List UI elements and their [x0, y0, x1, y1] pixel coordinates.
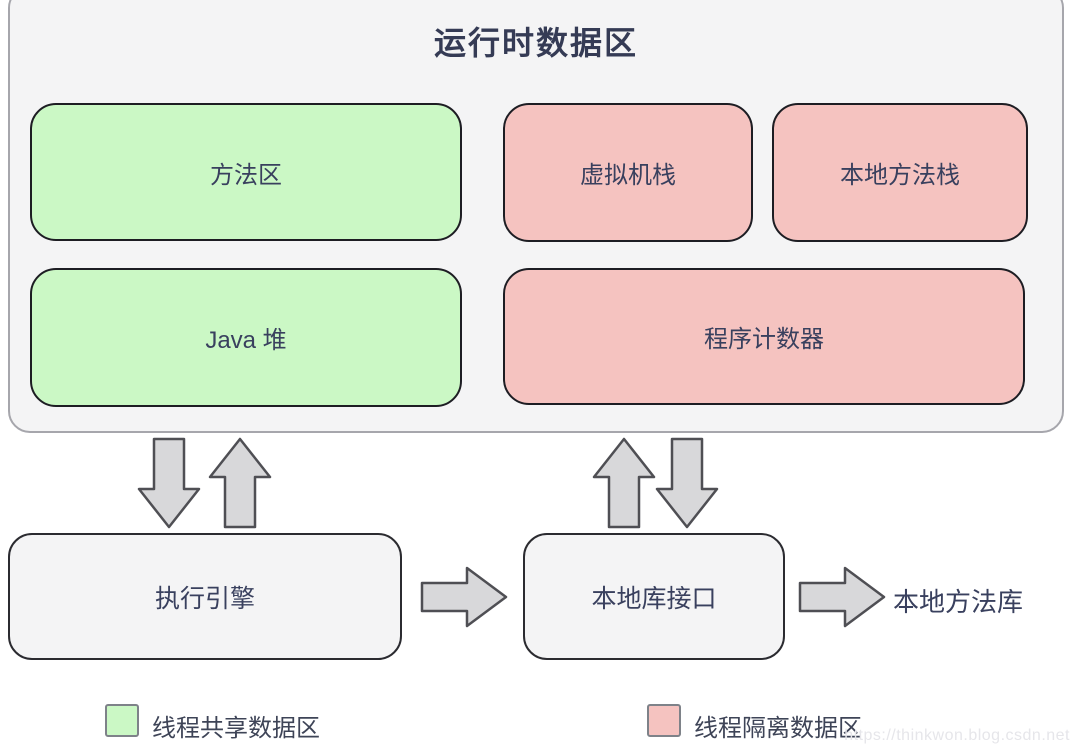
native-method-stack-box: 本地方法栈 — [772, 103, 1028, 242]
watermark-url: https://thinkwon.blog.csdn.net — [844, 727, 1070, 744]
up-arrow-icon — [208, 437, 272, 529]
pc-register-box: 程序计数器 — [503, 268, 1025, 405]
legend-label-shared: 线程共享数据区 — [152, 715, 320, 742]
right-arrow-icon — [420, 566, 508, 628]
method-area-label: 方法区 — [210, 161, 282, 189]
java-heap-label: Java 堆 — [205, 327, 287, 354]
legend-swatch-shared — [105, 704, 139, 737]
pc-register-label: 程序计数器 — [704, 326, 824, 353]
down-arrow-icon — [655, 437, 719, 529]
right-arrow-icon — [798, 566, 886, 628]
legend-label-isolated: 线程隔离数据区 — [694, 715, 862, 742]
java-heap-box: Java 堆 — [30, 268, 462, 407]
down-arrow-icon — [137, 437, 201, 529]
vm-stack-label: 虚拟机栈 — [580, 162, 676, 189]
up-arrow-icon — [592, 437, 656, 529]
vm-stack-box: 虚拟机栈 — [503, 103, 753, 242]
execution-engine-label: 执行引擎 — [154, 584, 255, 613]
native-interface-label: 本地库接口 — [591, 584, 717, 613]
execution-engine-box: 执行引擎 — [8, 533, 402, 660]
native-method-library-label: 本地方法库 — [893, 587, 1024, 617]
diagram-title: 运行时数据区 — [433, 25, 638, 61]
method-area-box: 方法区 — [30, 103, 462, 241]
native-method-stack-label: 本地方法栈 — [840, 162, 960, 189]
legend-swatch-isolated — [647, 704, 681, 737]
native-interface-box: 本地库接口 — [523, 533, 785, 660]
